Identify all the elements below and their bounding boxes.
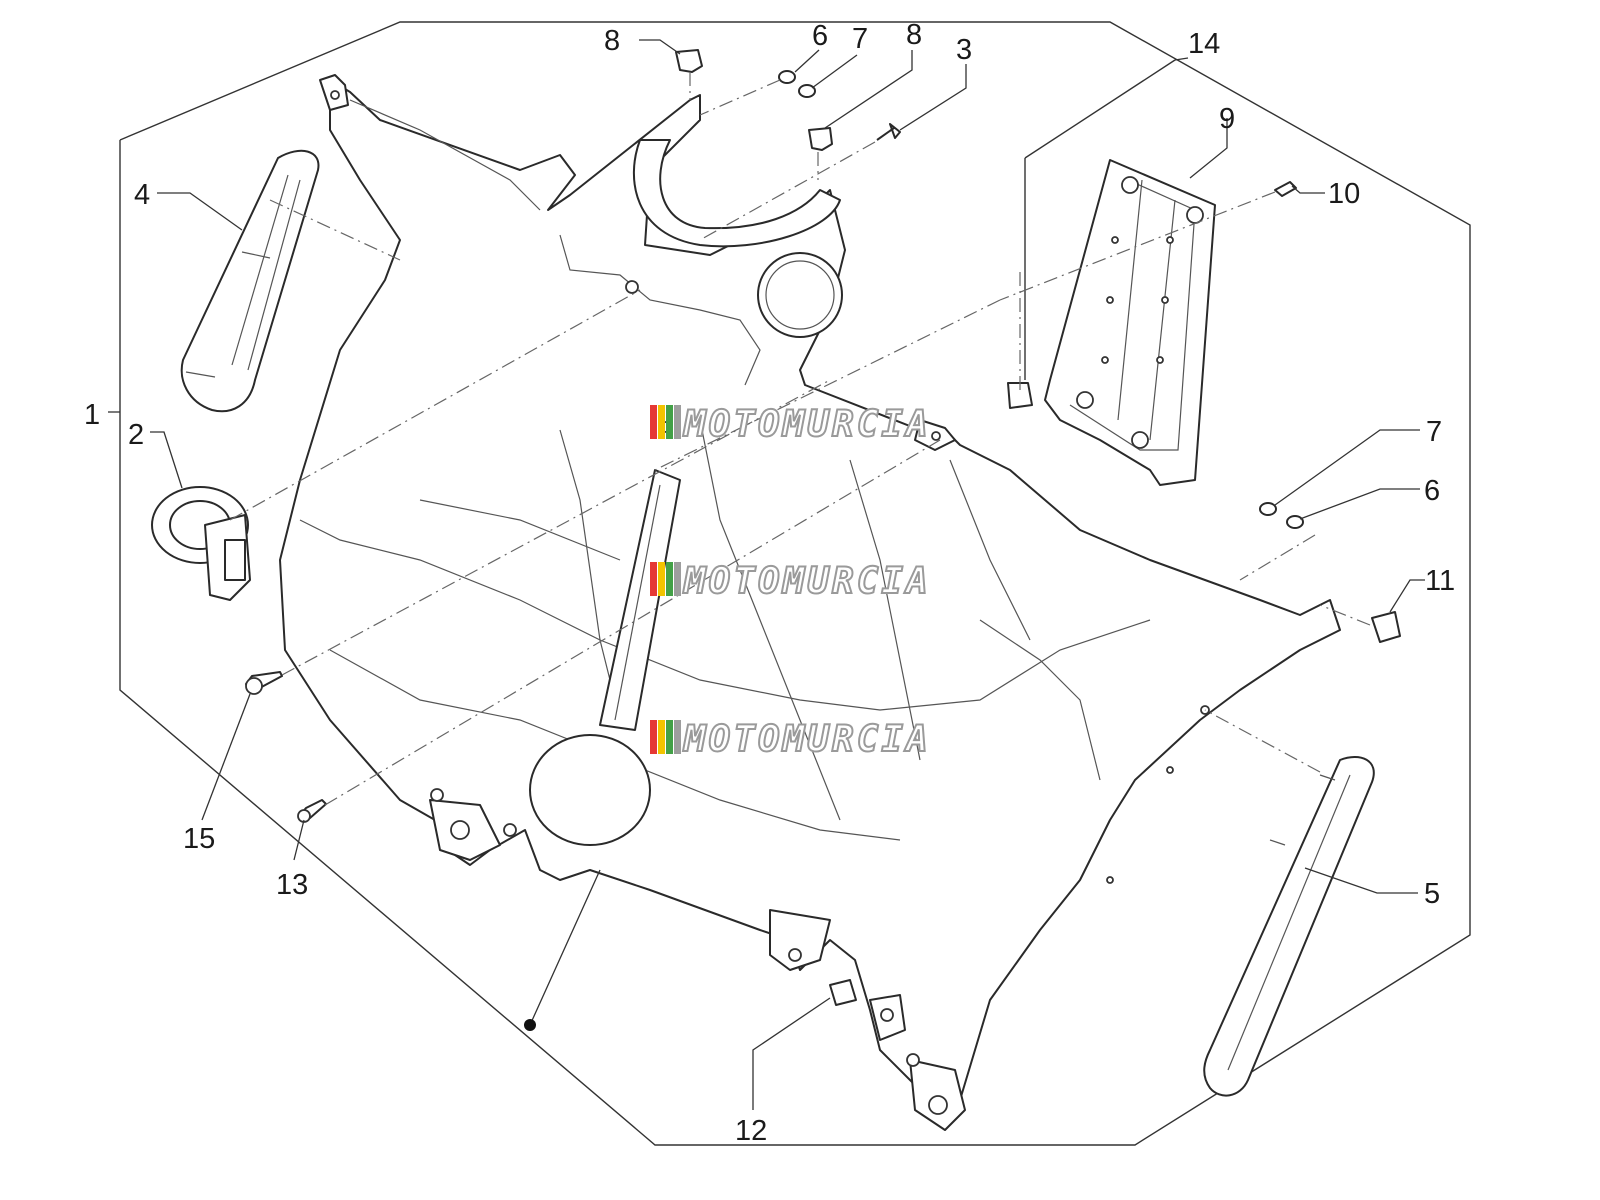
clip-14 <box>1007 382 1033 409</box>
star-washer-7b <box>1259 502 1277 516</box>
callout-5: 5 <box>1424 878 1440 910</box>
callout-9: 9 <box>1219 103 1235 135</box>
callout-6-top: 6 <box>812 20 828 52</box>
watermark-stripe-yellow <box>658 562 665 596</box>
part-4-trim-strip <box>180 149 320 413</box>
callout-6-right: 6 <box>1424 475 1440 507</box>
watermark-3: MOTOMURCIA <box>650 718 931 761</box>
watermark-2: MOTOMURCIA <box>650 560 931 603</box>
watermark-1: MOTOMURCIA <box>650 403 931 446</box>
callout-14: 14 <box>1188 28 1220 60</box>
callout-labels: 1 2 3 4 5 6 6 7 7 8 8 9 10 11 12 13 14 1… <box>84 19 1455 1147</box>
clip-nut-8b <box>808 127 833 151</box>
screw-10 <box>1274 181 1297 197</box>
assembly-dot <box>524 1019 536 1031</box>
callout-11: 11 <box>1425 565 1455 597</box>
callout-7-right: 7 <box>1426 416 1442 448</box>
clip-12 <box>829 979 857 1006</box>
part-9-grille-plate <box>1044 159 1216 486</box>
callout-13: 13 <box>276 869 308 901</box>
callout-7-top: 7 <box>852 23 868 55</box>
clip-11 <box>1371 611 1401 643</box>
callout-10: 10 <box>1328 178 1360 210</box>
watermark-text: MOTOMURCIA <box>683 719 931 760</box>
watermark-text: MOTOMURCIA <box>683 404 931 445</box>
watermark-stripe-green <box>666 405 673 439</box>
watermark-stripe-red <box>650 562 657 596</box>
callout-15: 15 <box>183 823 215 855</box>
screw-3 <box>876 123 901 141</box>
star-washer-7a <box>798 84 816 98</box>
leader-lines <box>108 39 1425 1110</box>
watermark-text: MOTOMURCIA <box>683 561 931 602</box>
clip-nut-8a <box>675 49 703 73</box>
fastener-hardware <box>245 49 1401 1006</box>
watermark-stripe-gray <box>674 562 681 596</box>
watermark-stripe-yellow <box>658 405 665 439</box>
leg-shield-panel <box>279 74 1341 1131</box>
washer-6b <box>1286 515 1304 529</box>
watermark-stripe-gray <box>674 720 681 754</box>
watermark-stripe-yellow <box>658 720 665 754</box>
callout-8-right: 8 <box>906 19 922 51</box>
watermark-stripe-red <box>650 405 657 439</box>
callout-1: 1 <box>84 399 100 431</box>
callout-3: 3 <box>956 34 972 66</box>
part-5-trim-strip <box>1203 756 1375 1097</box>
part-2-clip-ring <box>151 486 251 601</box>
callout-4: 4 <box>134 179 150 211</box>
watermark-stripe-gray <box>674 405 681 439</box>
assembly-frame-14 <box>1024 59 1176 159</box>
watermark-stripe-green <box>666 720 673 754</box>
watermark-stripe-green <box>666 562 673 596</box>
assembly-axes <box>229 72 1371 806</box>
washer-6a <box>778 70 796 84</box>
callout-2: 2 <box>128 419 144 451</box>
callout-8-left: 8 <box>604 25 620 57</box>
callout-12: 12 <box>735 1115 767 1147</box>
watermark-stripe-red <box>650 720 657 754</box>
